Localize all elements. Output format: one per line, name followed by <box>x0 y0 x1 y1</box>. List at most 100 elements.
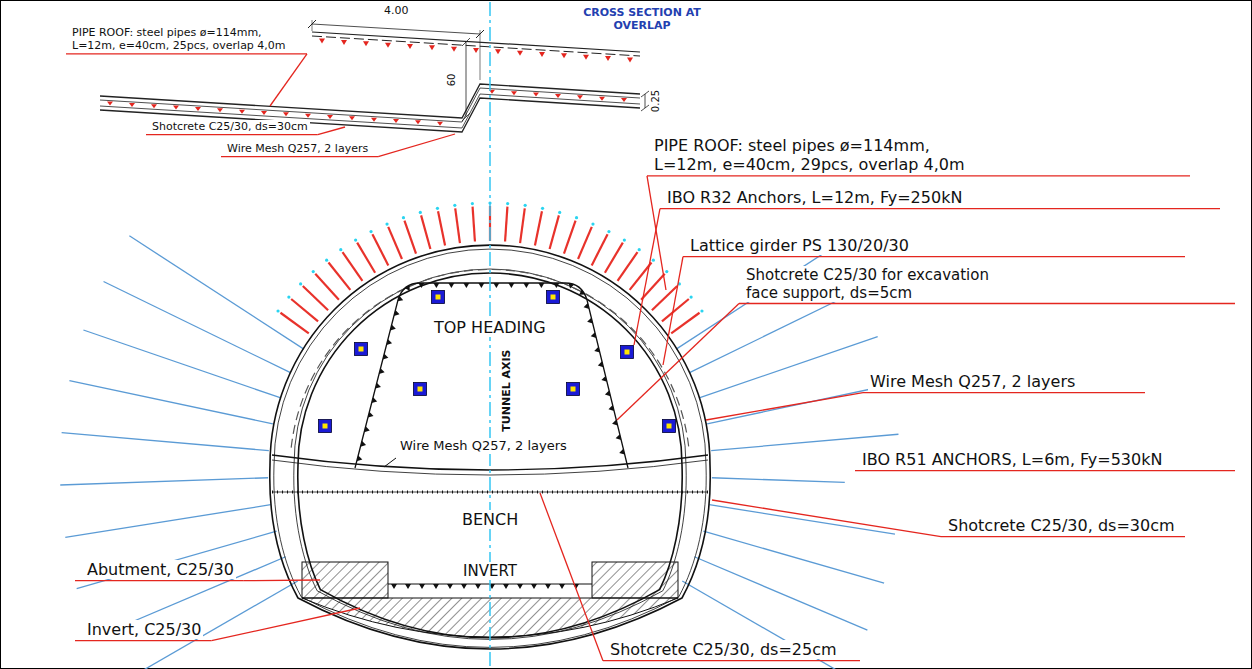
tick-mark <box>531 584 537 589</box>
tick-mark <box>383 354 389 360</box>
inset-tick <box>319 39 325 44</box>
anchor-bar <box>69 381 272 424</box>
pipe-tip <box>607 230 610 233</box>
anchor-bar <box>700 337 878 398</box>
tick-mark <box>478 283 484 288</box>
tick-mark <box>601 376 607 382</box>
tick-mark <box>391 584 397 589</box>
steel-pipe <box>520 208 525 243</box>
material-note: Shotcrete C25/30, ds=30cm <box>150 120 310 133</box>
anchor-bar <box>709 505 895 534</box>
tick-mark <box>397 296 403 302</box>
label-underline <box>146 134 318 135</box>
inset-tick <box>517 51 523 56</box>
tick-mark <box>418 283 424 288</box>
label-underline <box>603 660 860 661</box>
tick-mark <box>360 441 366 447</box>
tick-mark <box>538 283 544 288</box>
leader-line <box>647 176 666 290</box>
dimension-line <box>462 38 470 121</box>
label-underline <box>683 256 1185 257</box>
inset-tick <box>539 52 545 57</box>
leader-line <box>244 579 320 581</box>
inset-tick <box>429 45 435 50</box>
tick-mark <box>587 318 593 324</box>
label-underline <box>941 536 1185 537</box>
pipe-tip <box>402 216 405 219</box>
anchor-bar <box>83 330 280 398</box>
pipe-tip <box>453 204 456 207</box>
pipe-tip <box>541 207 544 210</box>
pipe-tip <box>354 238 357 241</box>
tick-mark <box>493 283 499 288</box>
inset-tick <box>451 47 457 52</box>
leader-line <box>663 257 683 365</box>
leader-line <box>634 209 660 345</box>
anchor-marker-core <box>323 424 328 429</box>
material-note: Invert, C25/30 <box>85 620 203 639</box>
steel-pipe <box>343 252 363 281</box>
label-underline <box>863 392 1145 393</box>
tick-mark <box>463 283 469 288</box>
anchor-marker-core <box>436 295 441 300</box>
leader-line <box>712 500 941 537</box>
inset-tick <box>327 115 333 119</box>
steel-pipe <box>303 286 328 310</box>
pipe-tip <box>471 202 474 205</box>
inset-tick <box>599 97 605 101</box>
anchor-bar <box>62 433 269 451</box>
abutment-concrete <box>592 562 678 598</box>
anchor-marker-core <box>551 295 556 300</box>
tick-mark <box>475 584 481 589</box>
tick-mark <box>523 283 529 288</box>
tick-mark <box>375 383 381 389</box>
steel-pipe <box>662 299 689 321</box>
pipe-tip <box>700 309 703 312</box>
tick-mark <box>394 310 400 316</box>
anchor-marker-core <box>625 350 630 355</box>
steel-pipe <box>372 234 388 265</box>
dimension-value: 4.00 <box>382 4 411 17</box>
leader-line <box>318 127 345 135</box>
anchor-bar <box>712 478 845 483</box>
inset-tick <box>533 93 539 97</box>
pipe-tip <box>623 238 626 241</box>
tick-mark <box>598 361 604 367</box>
steel-pipe <box>505 207 507 242</box>
dimension-line <box>312 24 480 34</box>
steel-pipe <box>671 313 699 334</box>
steel-pipe <box>404 221 416 254</box>
inset-tick <box>605 56 611 61</box>
pipe-tip <box>506 202 509 205</box>
tick-mark <box>364 426 370 432</box>
tick-mark <box>379 368 385 374</box>
pipe-tip <box>638 248 641 251</box>
inset-tick <box>305 114 311 118</box>
leader-line <box>211 608 360 641</box>
tick-mark <box>461 584 467 589</box>
label-underline <box>75 640 211 641</box>
steel-pipe <box>455 208 460 243</box>
tick-mark <box>419 584 425 589</box>
material-note: Wire Mesh Q257, 2 layers <box>225 142 370 155</box>
pipe-tip <box>339 248 342 251</box>
steel-pipe <box>315 274 339 300</box>
inset-tick <box>129 103 135 107</box>
tick-mark <box>605 391 611 397</box>
dimension-value: 60 <box>446 72 458 89</box>
pipe-tip <box>299 282 302 285</box>
pipe-tip <box>524 204 527 207</box>
steel-pipe <box>329 263 351 290</box>
tick-mark <box>386 339 392 345</box>
inset-tick <box>107 102 113 106</box>
pipe-tip <box>312 270 315 273</box>
anchor-marker-core <box>667 424 672 429</box>
steel-pipe <box>421 215 430 249</box>
inset-tick <box>511 91 517 95</box>
inset-tick <box>385 43 391 48</box>
inset-tick <box>349 116 355 120</box>
inset-tick <box>261 111 267 115</box>
tick-mark <box>559 584 565 589</box>
steel-pipe <box>473 207 475 242</box>
